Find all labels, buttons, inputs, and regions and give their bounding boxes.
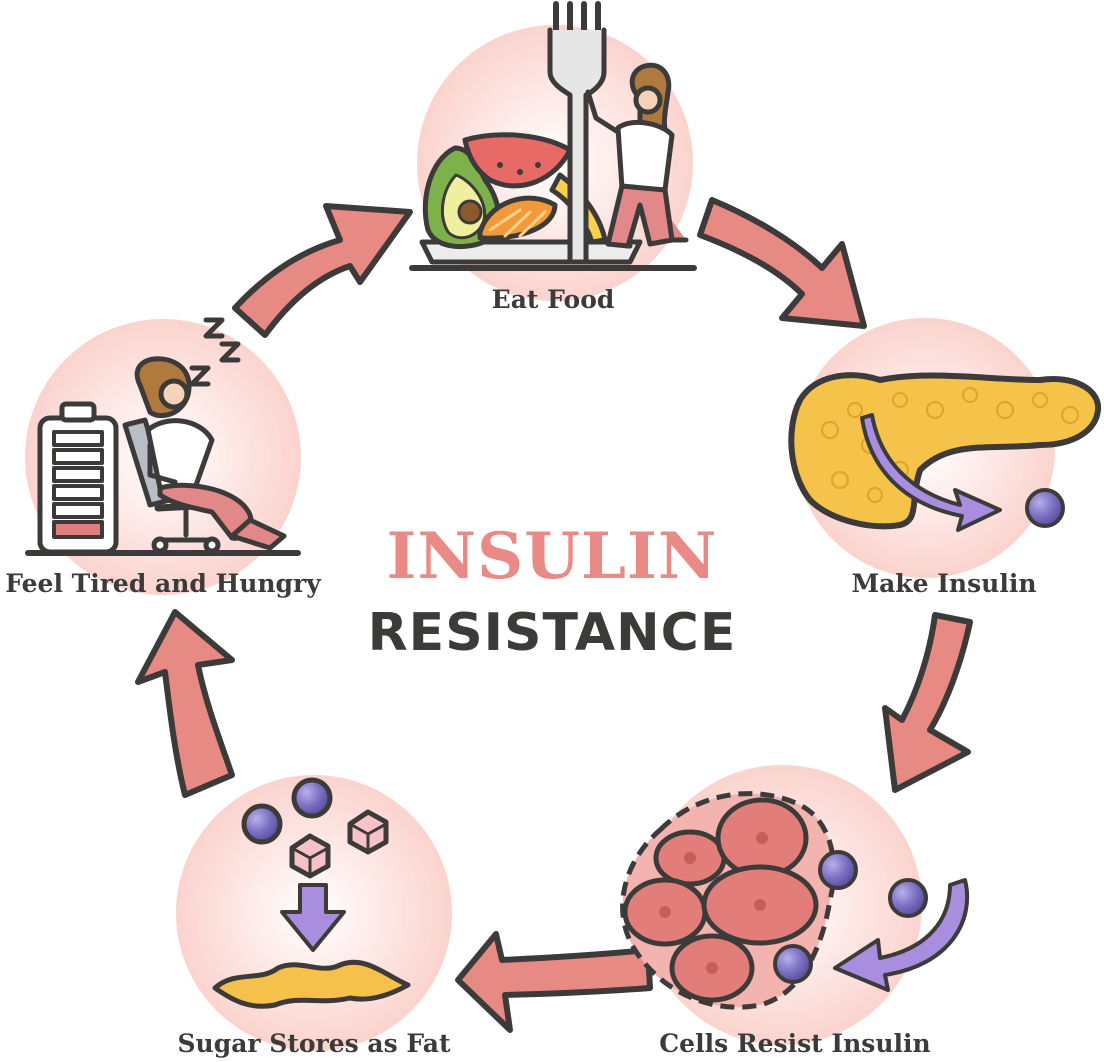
title-line-2: RESISTANCE xyxy=(368,603,737,663)
arrow-insulin-to-cells xyxy=(882,612,973,793)
label-sugar-stores-as-fat: Sugar Stores as Fat xyxy=(177,1029,450,1058)
arrow-eat-to-insulin xyxy=(697,197,867,329)
fat-storage-icon xyxy=(212,777,411,1009)
arrow-fat-to-tired xyxy=(135,609,235,798)
pancreas-icon xyxy=(788,372,1102,532)
label-make-insulin: Make Insulin xyxy=(851,569,1036,598)
title-line-1: INSULIN xyxy=(387,519,718,594)
cells-icon xyxy=(620,791,970,1010)
cycle-arrows xyxy=(135,197,973,1033)
arrow-cells-to-fat xyxy=(455,931,653,1033)
arrow-tired-to-eat xyxy=(232,203,413,338)
eat-food-icon xyxy=(409,1,697,271)
label-feel-tired-and-hungry: Feel Tired and Hungry xyxy=(5,569,322,598)
label-eat-food: Eat Food xyxy=(492,285,615,314)
label-cells-resist-insulin: Cells Resist Insulin xyxy=(659,1029,930,1058)
tired-person-icon xyxy=(25,317,301,556)
